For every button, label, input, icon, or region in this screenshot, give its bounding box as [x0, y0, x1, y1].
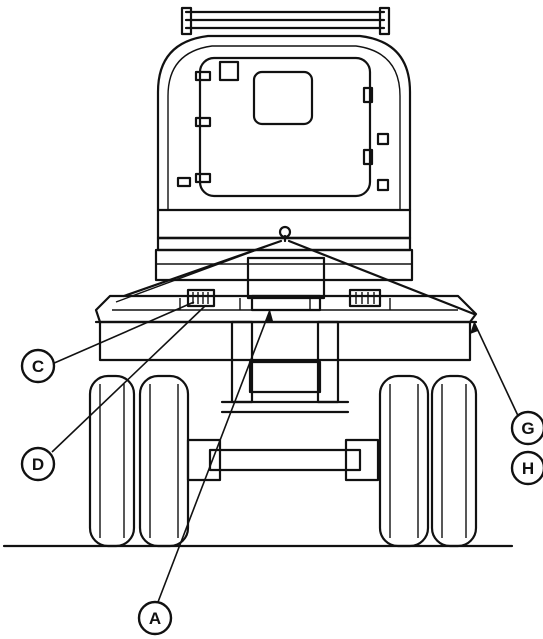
callout-g-label: G	[521, 419, 534, 438]
hitch-block	[246, 256, 326, 312]
callout-d: D	[20, 446, 56, 482]
lifting-sling	[115, 225, 476, 316]
callout-c-label: C	[32, 357, 44, 376]
callout-a: A	[137, 600, 173, 636]
wheel-left-inner	[138, 374, 190, 548]
callout-d-label: D	[32, 455, 44, 474]
rear-platform	[94, 294, 478, 362]
callout-h: H	[510, 450, 543, 486]
wheel-left-outer	[88, 374, 136, 548]
tie-down-right	[348, 288, 382, 308]
rear-door	[176, 56, 390, 198]
callout-a-label: A	[149, 609, 161, 628]
callout-g: G	[510, 410, 543, 446]
cab-body	[156, 34, 412, 240]
roof-rack	[180, 6, 391, 36]
chassis-frame	[186, 320, 380, 482]
callout-c: C	[20, 348, 56, 384]
leader-lines	[51, 301, 521, 603]
wheel-right-inner	[378, 374, 430, 548]
wheel-right-outer	[430, 374, 478, 548]
tie-down-left	[186, 288, 216, 308]
callout-h-label: H	[522, 459, 534, 478]
